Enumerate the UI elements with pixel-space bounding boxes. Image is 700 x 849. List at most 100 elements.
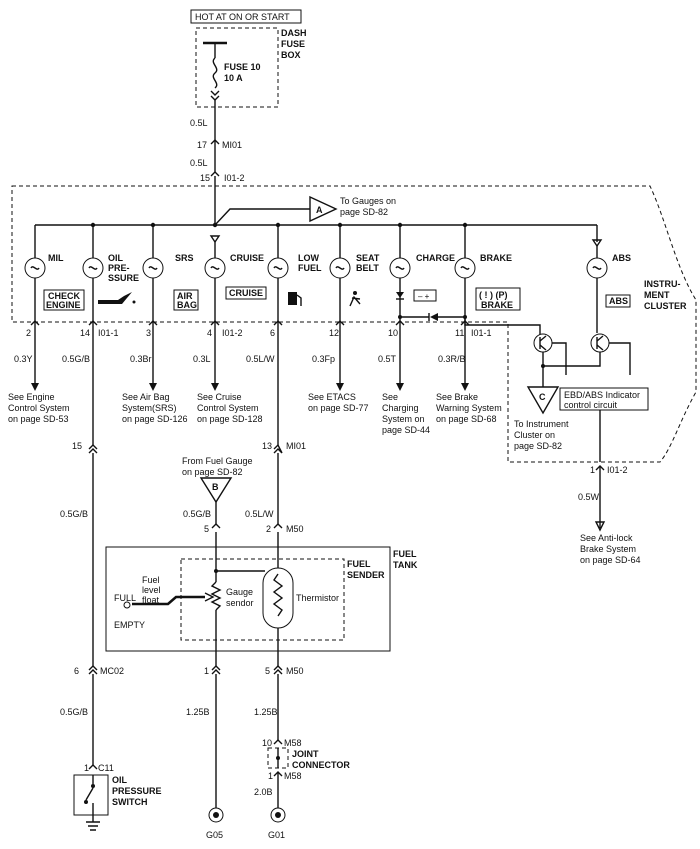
float-arm [132, 595, 205, 606]
connectors-c_2b: 2 [266, 524, 271, 534]
connectors-c_i012b: I01-2 [222, 328, 243, 338]
connectors-c_mi01b: MI01 [286, 441, 306, 451]
connectors-c_3: 3 [146, 328, 151, 338]
gauges_ref-line_2: page SD-82 [340, 207, 388, 217]
gauge-sender-resistor [210, 581, 222, 611]
ground-g01-icon [270, 807, 286, 823]
tank-sender_2: SENDER [347, 570, 385, 580]
svg-text:– +: – + [418, 292, 430, 301]
refs-ic_1: To Instrument [514, 419, 569, 429]
refs-cru_3: on page SD-128 [197, 414, 263, 424]
seat-belt-lamp [329, 257, 351, 279]
indicators-seat: SEAT [356, 253, 380, 263]
grounds-g2: G01 [268, 830, 285, 840]
mil-lamp [24, 257, 46, 279]
refs-ic_2: Cluster on [514, 430, 555, 440]
connectors-c_1c: 1 [84, 763, 89, 773]
cluster-label-3: CLUSTER [644, 301, 687, 311]
indicators-fuel: FUEL [298, 263, 322, 273]
oil-pressure-switch [73, 774, 109, 816]
cluster-connector-row [30, 320, 470, 326]
connectors-c_15: 15 [200, 173, 210, 183]
refs-brk_3: on page SD-68 [436, 414, 497, 424]
ebd-abs-control-box [559, 387, 649, 411]
refs-abs_1: See Anti-lock [580, 533, 633, 543]
wires-w_top_2: 0.5L [190, 158, 208, 168]
tank-float_1: Fuel [142, 575, 160, 585]
fuel-gauge-ref-triangle [199, 477, 233, 504]
connectors-c_m58: M58 [284, 738, 302, 748]
refs-eta_2: on page SD-77 [308, 403, 369, 413]
refs-cru_1: See Cruise [197, 392, 242, 402]
air-bag-badge [173, 289, 199, 311]
refs-srs_3: on page SD-126 [122, 414, 188, 424]
indicators-srs: SRS [175, 253, 194, 263]
indicators-cruise: CRUISE [230, 253, 264, 263]
refs-abs_3: on page SD-64 [580, 555, 641, 565]
tank-gauge_2: sendor [226, 598, 254, 608]
gauges-ref-triangle [309, 195, 338, 223]
transistor-brake [533, 333, 553, 353]
fuse-box-label-1: DASH [281, 28, 307, 38]
tank-gauge_1: Gauge [226, 587, 253, 597]
refs-chg_1: See [382, 392, 398, 402]
tank-full: FULL [114, 593, 136, 603]
instrument-cluster-ref-triangle [526, 386, 560, 415]
connectors-c_m50: M50 [286, 524, 304, 534]
indicators-oil_3: SSURE [108, 273, 139, 283]
connectors-c_6b: 6 [74, 666, 79, 676]
oil-can-icon [98, 292, 136, 304]
refs-fg_1: From Fuel Gauge [182, 456, 253, 466]
tank-float_3: float [142, 595, 160, 605]
battery-icon: – + [413, 289, 437, 302]
oil_switch-label_1: OIL [112, 775, 128, 785]
connectors-c_5: 5 [204, 524, 209, 534]
wires-w_gnd_3: 2.0B [254, 787, 273, 797]
wires-w_gnd_1: 1.25B [186, 707, 210, 717]
connectors-c_1b: 1 [268, 771, 273, 781]
refs-eng_1: See Engine [8, 392, 55, 402]
refs-ic_3: page SD-82 [514, 441, 562, 451]
oil_switch-label_2: PRESSURE [112, 786, 162, 796]
connectors-c_13: 13 [262, 441, 272, 451]
indicators-oil_2: PRE- [108, 263, 130, 273]
float-icon [123, 601, 131, 609]
charge-lamp [389, 257, 411, 279]
brake-diode-icon [430, 313, 438, 321]
fuse-box-label-3: BOX [281, 50, 301, 60]
wires-w_gauge: 0.5G/B [183, 509, 211, 519]
connectors-c_mi01: MI01 [222, 140, 242, 150]
mil-label: MIL [48, 253, 64, 263]
connectors-c_m50b: M50 [286, 666, 304, 676]
refs-srs_2: System(SRS) [122, 403, 177, 413]
tank-label_2: TANK [393, 560, 418, 570]
wires-w_fuel: 0.5L/W [246, 354, 275, 364]
refs-ic_marker: C [539, 392, 546, 402]
abs-badge [605, 294, 631, 308]
connectors-c_i012c: I01-2 [607, 465, 628, 475]
badges-check_2: ENGINE [46, 300, 81, 310]
connectors-c_i011: I01-1 [98, 328, 119, 338]
power-source-label: HOT AT ON OR START [195, 12, 290, 22]
fuel-pump-icon [288, 292, 302, 306]
low-fuel-lamp [267, 257, 289, 279]
tank-thermistor: Thermistor [296, 593, 339, 603]
connectors-c_11: 11 [455, 328, 464, 338]
refs-brk_2: Warning System [436, 403, 502, 413]
refs-srs_1: See Air Bag [122, 392, 170, 402]
refs-chg_2: Charging [382, 403, 419, 413]
connectors-c_1: 1 [204, 666, 209, 676]
refs-brk_1: See Brake [436, 392, 478, 402]
gauges_ref-line_1: To Gauges on [340, 196, 396, 206]
badges-air_2: BAG [177, 300, 197, 310]
fuse-box-label-2: FUSE [281, 39, 305, 49]
connectors-c_2: 2 [26, 328, 31, 338]
wire-label: 0.5L [190, 118, 208, 128]
srs-lamp [142, 257, 164, 279]
wires-w_seat: 0.3Fp [312, 354, 335, 364]
connectors-c_c11: C11 [98, 763, 114, 773]
indicators-abs: ABS [612, 253, 631, 263]
oil_switch-label_3: SWITCH [112, 797, 148, 807]
badges-brake_sym: ( ! ) (P) [479, 290, 508, 300]
connectors-c_6: 6 [270, 328, 275, 338]
